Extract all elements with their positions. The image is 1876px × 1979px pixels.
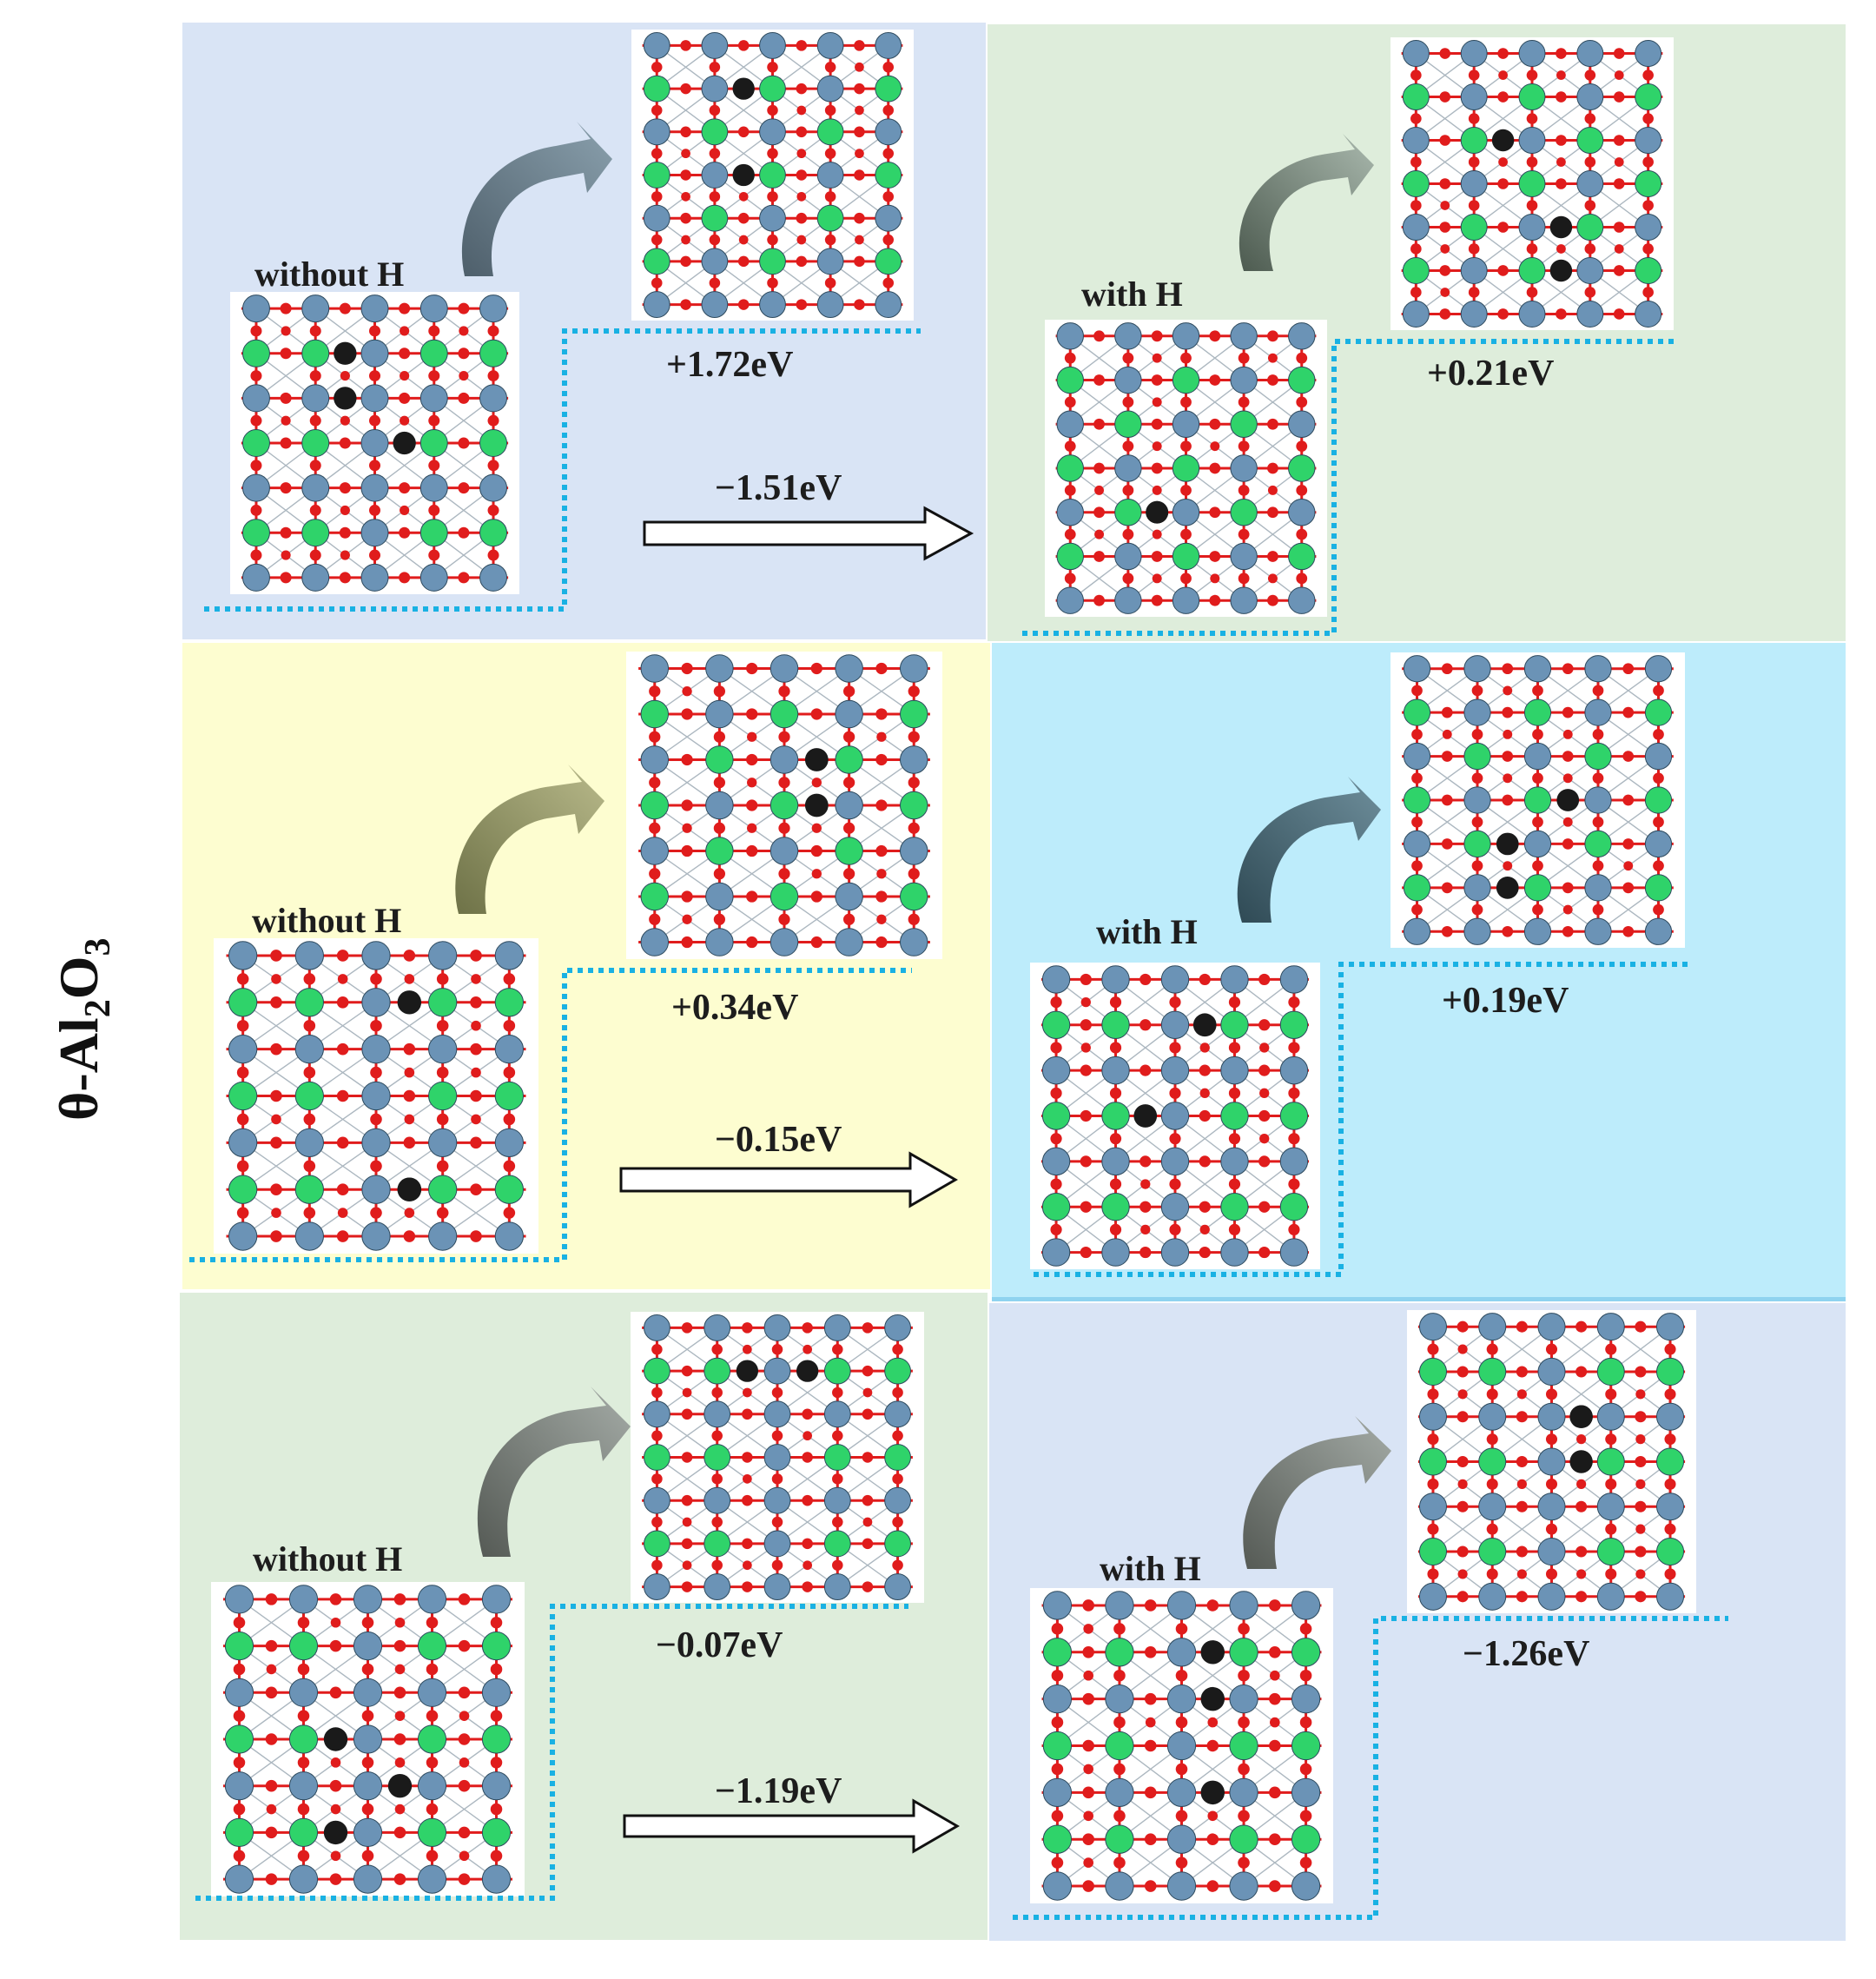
- structure-r1-right-final: [1390, 37, 1674, 330]
- label-r3-right: with H: [1100, 1549, 1201, 1588]
- lattice-drawing: [222, 1585, 513, 1894]
- structure-r2-right-final: [1390, 652, 1685, 948]
- structure-r3-left-final: [631, 1312, 924, 1603]
- side-title: θ-Al2O3: [48, 938, 118, 1122]
- label-r1-right: with H: [1081, 275, 1183, 314]
- energy-r1-left: +1.72eV: [666, 345, 794, 385]
- lattice-drawing: [241, 295, 509, 592]
- energy-r2-left: +0.34eV: [671, 988, 799, 1028]
- label-r1-left: without H: [254, 255, 405, 294]
- lattice-drawing: [1402, 655, 1674, 945]
- energy-r2-transition: −0.15eV: [715, 1120, 842, 1160]
- lattice-drawing: [226, 941, 526, 1251]
- energy-r2-right: +0.19eV: [1442, 981, 1569, 1021]
- structure-r2-left-final: [626, 652, 942, 959]
- lattice-drawing: [638, 654, 930, 956]
- structure-r1-right-initial: [1045, 320, 1327, 617]
- structure-r2-right-initial: [1030, 963, 1320, 1269]
- lattice-drawing: [1041, 1591, 1322, 1901]
- structure-r2-left-initial: [214, 938, 538, 1254]
- svg-text:θ-Al2O3: θ-Al2O3: [48, 938, 118, 1122]
- lattice-drawing: [642, 32, 903, 318]
- lattice-drawing: [642, 1314, 913, 1600]
- lattice-drawing: [1040, 965, 1310, 1267]
- energy-r1-transition: −1.51eV: [715, 468, 842, 508]
- label-r2-left: without H: [252, 901, 402, 940]
- label-r3-left: without H: [253, 1539, 403, 1579]
- lattice-drawing: [1417, 1313, 1686, 1611]
- lattice-drawing: [1401, 40, 1663, 328]
- structure-r3-right-initial: [1030, 1588, 1333, 1903]
- structure-r1-left-initial: [230, 292, 519, 594]
- energy-r3-left: −0.07eV: [656, 1625, 783, 1665]
- structure-r3-right-final: [1407, 1310, 1696, 1613]
- lattice-drawing: [1055, 322, 1317, 614]
- energy-r1-right: +0.21eV: [1427, 354, 1555, 394]
- structure-r1-left-final: [631, 30, 914, 321]
- label-r2-right: with H: [1096, 912, 1198, 951]
- energy-r3-transition: −1.19eV: [715, 1771, 842, 1811]
- energy-r3-right: −1.26eV: [1463, 1634, 1590, 1674]
- structure-r3-left-initial: [211, 1582, 525, 1896]
